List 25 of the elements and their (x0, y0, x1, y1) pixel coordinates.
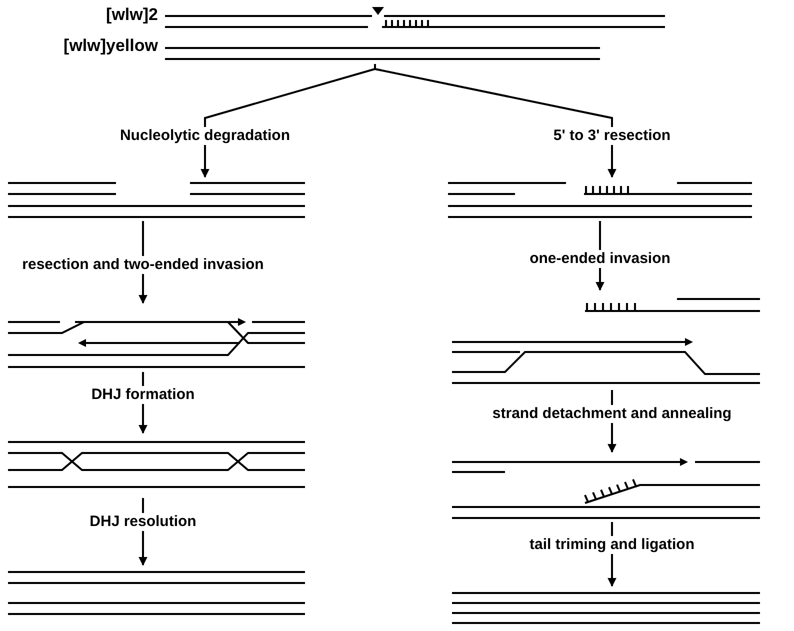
step-label: DHJ formation (91, 386, 195, 404)
arrow (608, 145, 616, 178)
arrow (596, 268, 604, 291)
arrow (138, 404, 148, 434)
connector-line (374, 64, 613, 127)
connector-line (611, 522, 613, 536)
step-label: Nucleolytic degradation (120, 127, 290, 145)
arrow (200, 145, 210, 178)
arrow (608, 423, 616, 453)
arrow (138, 531, 148, 566)
connector-line (142, 372, 144, 386)
allele-label: [wlw]2 (106, 6, 158, 24)
connector-line (142, 221, 144, 256)
step-label: 5' to 3' resection (553, 127, 671, 145)
step-label: strand detachment and annealing (492, 405, 732, 423)
connector-line (142, 498, 144, 513)
connector-line (611, 390, 613, 405)
arrow (138, 274, 148, 304)
step-label: tail triming and ligation (530, 536, 694, 554)
step-label: resection and two-ended invasion (22, 256, 264, 274)
step-label: DHJ resolution (90, 513, 196, 531)
arrow (608, 554, 616, 587)
step-label: one-ended invasion (530, 250, 670, 268)
allele-label: [wlw]yellow (64, 37, 158, 55)
connector-line (599, 221, 601, 250)
